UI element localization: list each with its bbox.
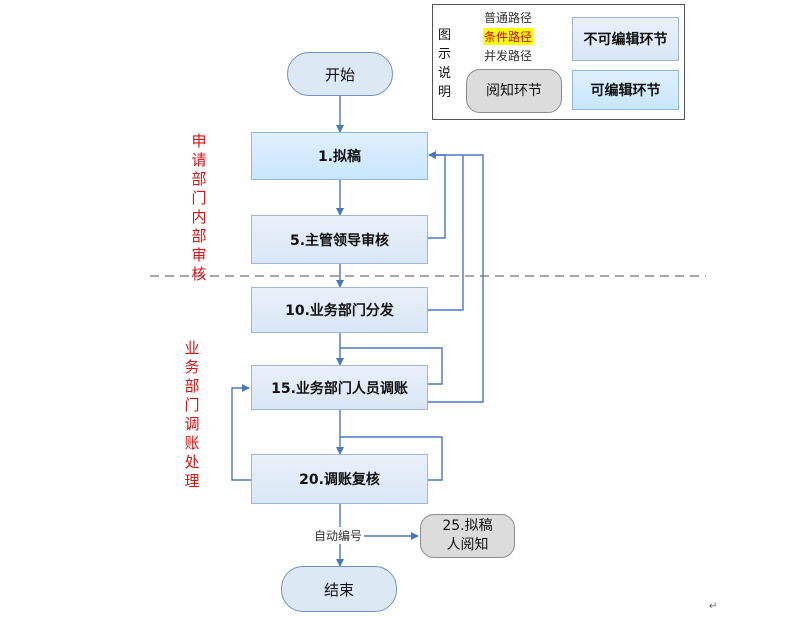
- legend-title: 图示说明: [438, 28, 452, 100]
- legend-notify-box: 阅知环节: [466, 69, 562, 113]
- legend-conditional-label: 条件路径: [483, 28, 534, 45]
- edge-recheck-return: [231, 384, 251, 481]
- draft-step[interactable]: 1.拟稿: [251, 132, 428, 180]
- supervisor-review-step[interactable]: 5.主管领导审核: [251, 215, 428, 264]
- adjust-recheck-step[interactable]: 20.调账复核: [251, 454, 428, 504]
- business-dispatch-step[interactable]: 10.业务部门分发: [251, 287, 428, 333]
- edge-adjust-loop: [340, 436, 443, 481]
- legend-non-editable-box: 不可编辑环节: [572, 17, 679, 61]
- drafter-notify-node[interactable]: 25.拟稿人阅知: [420, 514, 515, 558]
- legend-normal-label: 普通路径: [483, 9, 534, 26]
- phase-label-internal-review: 申请部门内部审核: [191, 132, 207, 283]
- end-node[interactable]: 结束: [281, 566, 397, 612]
- edge-dispatch-return: [428, 155, 464, 311]
- paragraph-mark-icon: ↵: [709, 601, 718, 612]
- start-node[interactable]: 开始: [287, 52, 393, 96]
- legend-editable-box: 可编辑环节: [572, 70, 679, 110]
- staff-adjust-step[interactable]: 15.业务部门人员调账: [251, 365, 428, 410]
- auto-number-edge-label: 自动编号: [312, 527, 365, 544]
- edge-supervisor-return: [428, 151, 446, 239]
- edge-dispatch-loop: [340, 347, 443, 385]
- legend-parallel-label: 并发路径: [483, 47, 534, 64]
- edge-adjust-return: [428, 154, 484, 403]
- phase-label-business-processing: 业务部门调账处理: [184, 339, 200, 490]
